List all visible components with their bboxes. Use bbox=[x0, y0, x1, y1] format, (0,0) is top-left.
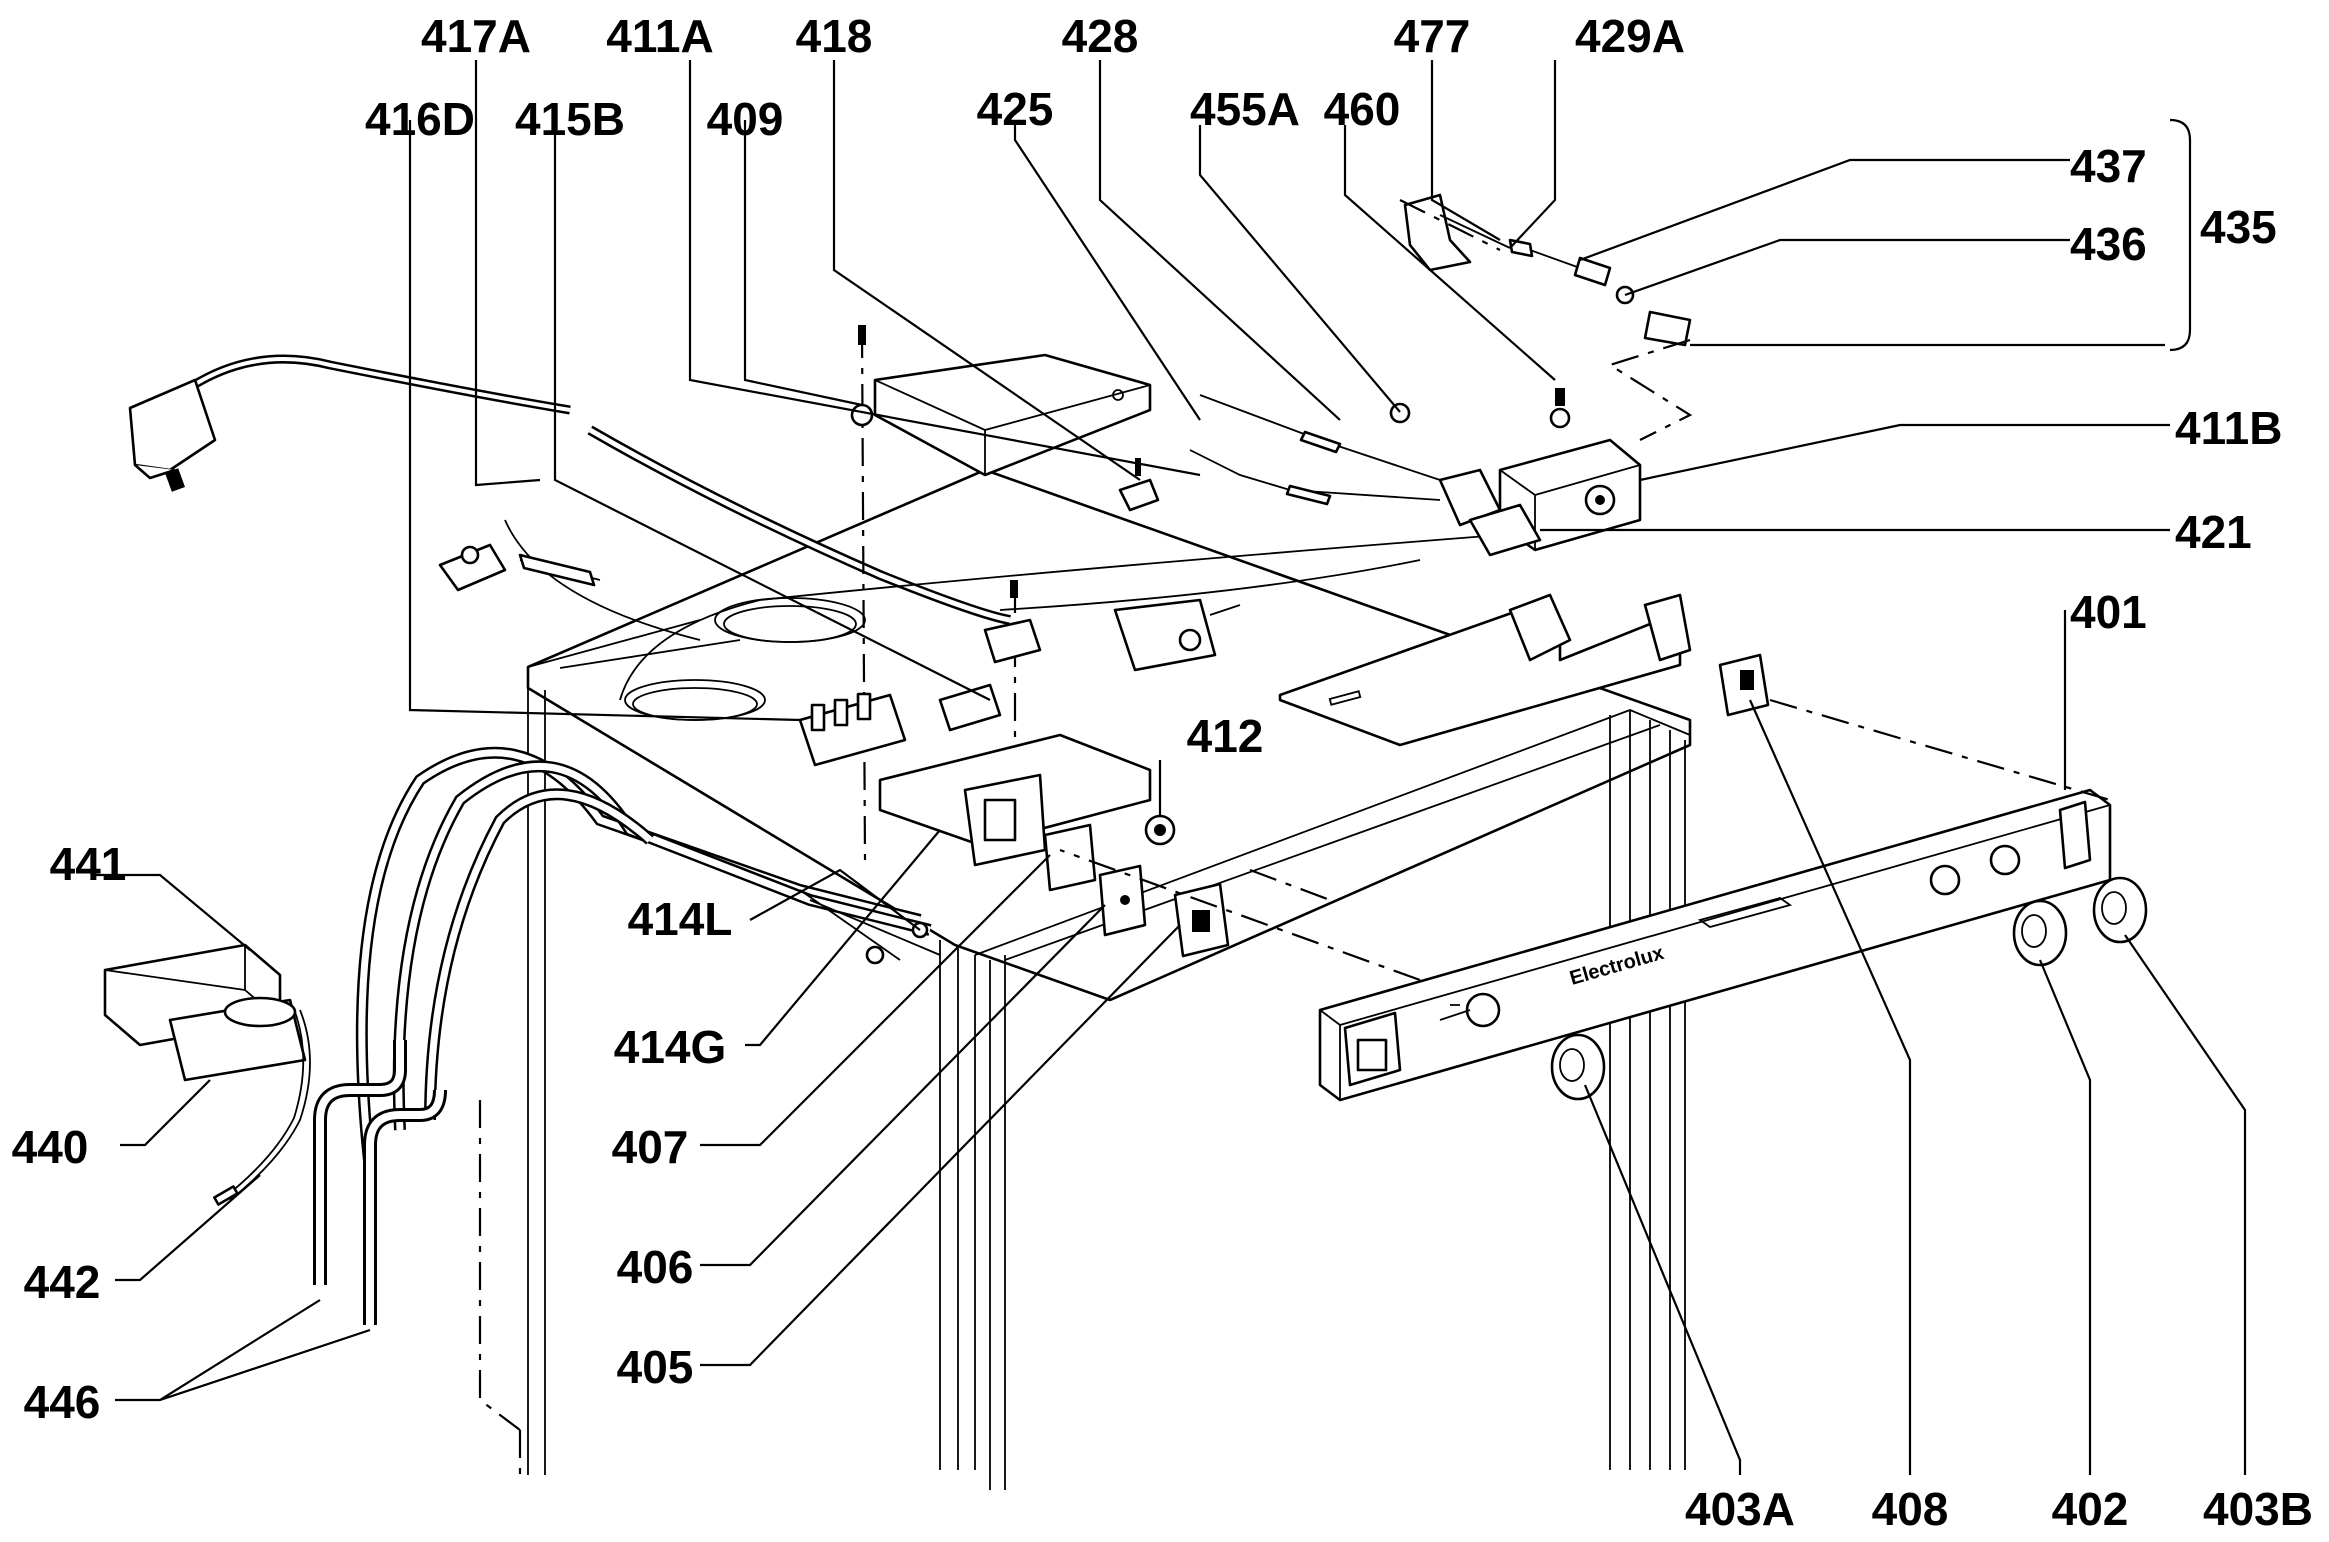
label-409: 409 bbox=[707, 93, 784, 145]
label-421: 421 bbox=[2175, 506, 2252, 558]
label-407: 407 bbox=[612, 1121, 689, 1173]
valve-dash-lines bbox=[1399, 199, 1693, 441]
switch-bracket bbox=[878, 733, 1152, 867]
label-437: 437 bbox=[2070, 140, 2147, 192]
mains-plug bbox=[128, 378, 217, 492]
label-429A: 429A bbox=[1575, 10, 1685, 62]
gas-pipes bbox=[1189, 394, 1441, 506]
label-405: 405 bbox=[617, 1341, 694, 1393]
label-412: 412 bbox=[1187, 710, 1264, 762]
leader-lines bbox=[95, 60, 2247, 1475]
label-428: 428 bbox=[1062, 10, 1139, 62]
label-402: 402 bbox=[2052, 1483, 2129, 1535]
group-bracket-435 bbox=[2169, 118, 2192, 352]
label-411A: 411A bbox=[606, 10, 713, 62]
terminal-block-left bbox=[438, 519, 1042, 767]
label-460: 460 bbox=[1324, 83, 1401, 135]
label-406: 406 bbox=[617, 1241, 694, 1293]
label-442: 442 bbox=[24, 1256, 101, 1308]
junction-box-440 bbox=[168, 996, 307, 1082]
label-435: 435 bbox=[2200, 201, 2277, 253]
thermostat-assembly bbox=[1113, 458, 1241, 672]
mounting-plate bbox=[1278, 593, 1692, 747]
label-414G: 414G bbox=[614, 1021, 727, 1073]
label-417A: 417A bbox=[421, 10, 531, 62]
gas-valve-assembly bbox=[1438, 388, 1642, 557]
label-436: 436 bbox=[2070, 218, 2147, 270]
label-403B: 403B bbox=[2203, 1483, 2313, 1535]
switch-407 bbox=[1043, 823, 1097, 892]
label-408: 408 bbox=[1872, 1483, 1949, 1535]
label-440: 440 bbox=[12, 1121, 89, 1173]
switch-405 bbox=[1173, 882, 1230, 958]
label-415B: 415B bbox=[515, 93, 625, 145]
label-441: 441 bbox=[50, 838, 127, 890]
label-418: 418 bbox=[796, 10, 873, 62]
knob-403A bbox=[1550, 1033, 1606, 1101]
heater-elements bbox=[313, 1040, 447, 1325]
label-455A: 455A bbox=[1190, 83, 1300, 135]
label-446: 446 bbox=[24, 1376, 101, 1428]
label-416D: 416D bbox=[365, 93, 475, 145]
wire-harness bbox=[355, 746, 941, 1171]
label-425: 425 bbox=[977, 83, 1054, 135]
grommet-412 bbox=[1144, 814, 1176, 846]
knob-403B bbox=[2092, 876, 2148, 944]
label-403A: 403A bbox=[1685, 1483, 1795, 1535]
part-number-labels: 417A 411A 418 428 477 429A 416D 415B 409… bbox=[12, 10, 2313, 1535]
thermocouple-parts bbox=[1403, 193, 1692, 347]
cabinet-body bbox=[526, 468, 1692, 1490]
switch-406 bbox=[1098, 864, 1147, 937]
power-cord bbox=[146, 354, 1011, 625]
switch-408 bbox=[1718, 653, 1770, 717]
knob-402 bbox=[2012, 899, 2068, 967]
label-401: 401 bbox=[2070, 586, 2147, 638]
label-411B: 411B bbox=[2175, 402, 2282, 454]
label-477: 477 bbox=[1394, 10, 1471, 62]
label-414L: 414L bbox=[628, 893, 733, 945]
